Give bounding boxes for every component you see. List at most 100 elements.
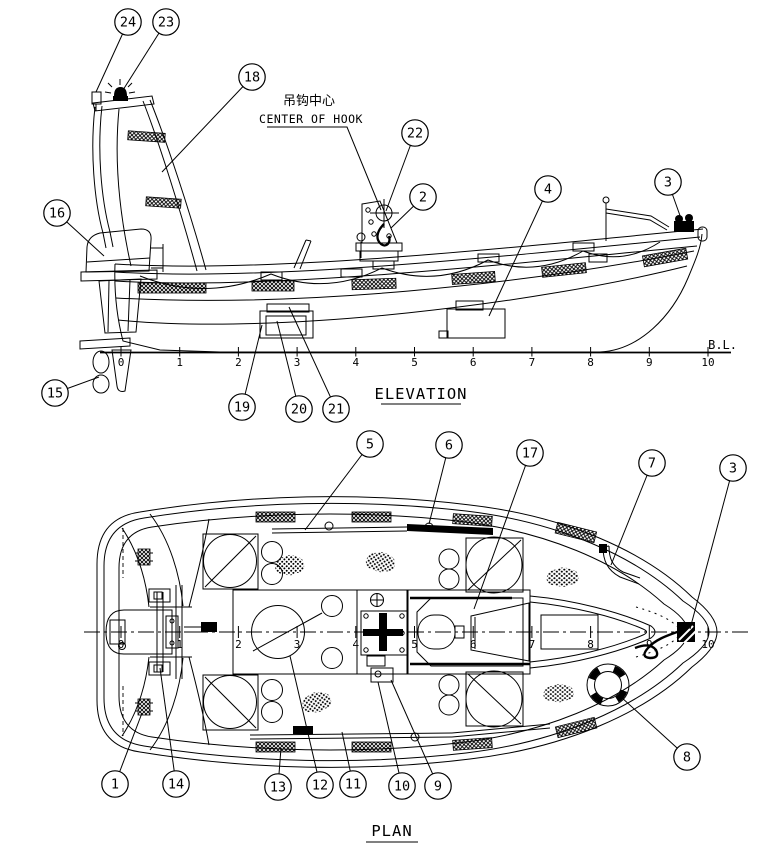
callout-4: 4 xyxy=(488,175,562,317)
callout-18: 18 xyxy=(161,63,266,173)
callout-number: 19 xyxy=(234,400,250,416)
scale-number: 6 xyxy=(470,638,477,651)
callout-number: 21 xyxy=(328,402,344,418)
callout-3: 3 xyxy=(654,168,684,225)
callout-16: 16 xyxy=(43,199,105,257)
scale-number: 4 xyxy=(352,638,359,651)
callout-6: 6 xyxy=(428,431,463,525)
life-ring xyxy=(586,663,630,707)
callout-balloon xyxy=(43,199,71,227)
callout-leader xyxy=(241,324,263,408)
callout-22: 22 xyxy=(385,119,429,212)
scale-number: 7 xyxy=(529,356,536,369)
callout-balloon xyxy=(285,395,313,423)
callout-number: 8 xyxy=(683,750,691,766)
callout-balloon xyxy=(339,770,367,798)
callout-balloon xyxy=(719,454,747,482)
beacon-light-icon xyxy=(104,79,136,101)
callout-number: 13 xyxy=(270,780,286,796)
callout-leader xyxy=(289,655,321,786)
hull-elevation xyxy=(114,226,708,353)
callout-number: 16 xyxy=(49,206,65,222)
painter-rope xyxy=(634,628,684,660)
callout-number: 5 xyxy=(366,437,374,453)
callout-number: 7 xyxy=(648,456,656,472)
callout-7: 7 xyxy=(610,449,666,566)
hook xyxy=(376,223,391,247)
callout-2: 2 xyxy=(390,183,437,229)
scale-number: 9 xyxy=(646,638,653,651)
callout-balloon xyxy=(534,175,562,203)
callout-5: 5 xyxy=(304,430,384,531)
outboard-motor-plan xyxy=(105,609,217,655)
callout-number: 14 xyxy=(168,777,184,793)
callout-11: 11 xyxy=(339,731,367,798)
callout-number: 20 xyxy=(291,402,307,418)
callout-balloon xyxy=(322,395,350,423)
propeller xyxy=(92,350,110,374)
scale-number: 3 xyxy=(294,356,301,369)
callout-number: 10 xyxy=(394,779,410,795)
callout-leader xyxy=(377,681,403,787)
callout-8: 8 xyxy=(620,696,701,771)
callout-9: 9 xyxy=(390,679,452,800)
scale-number: 6 xyxy=(470,356,477,369)
hook-label-leader xyxy=(267,126,382,211)
callout-balloon xyxy=(424,772,452,800)
side-benches-plan xyxy=(202,533,524,731)
boarding-handle xyxy=(599,544,641,585)
callout-19: 19 xyxy=(228,324,263,421)
transom-plan xyxy=(148,585,183,679)
scale-number: 2 xyxy=(235,638,242,651)
callout-balloon xyxy=(401,119,429,147)
scale-number: 3 xyxy=(294,638,301,651)
callout-balloon xyxy=(388,772,416,800)
callout-leader xyxy=(288,306,337,410)
scale-number: 0 xyxy=(118,638,125,651)
scale-number: 10 xyxy=(701,356,714,369)
callout-20: 20 xyxy=(276,320,313,423)
callout-number: 12 xyxy=(312,778,328,794)
lifting-hook-plan xyxy=(356,589,408,683)
callout-number: 22 xyxy=(407,126,423,142)
callout-number: 3 xyxy=(729,461,737,477)
callout-balloon xyxy=(356,430,384,458)
callout-number: 3 xyxy=(664,175,672,191)
plan-title: PLAN xyxy=(371,822,412,840)
callout-17: 17 xyxy=(473,439,544,610)
callout-leader xyxy=(610,462,653,566)
bow-fitting-elevation xyxy=(674,214,694,232)
callout-balloon xyxy=(264,773,292,801)
lifting-hook-elevation xyxy=(355,199,403,262)
callout-leader xyxy=(385,132,416,212)
hook-center-label-en: CENTER OF HOOK xyxy=(259,112,363,126)
callout-balloon xyxy=(516,439,544,467)
callout-number: 1 xyxy=(111,777,119,793)
callout-number: 6 xyxy=(445,438,453,454)
callout-24: 24 xyxy=(95,8,142,93)
tiller-handle xyxy=(201,622,217,632)
deck-tread-patches xyxy=(255,511,598,753)
scale-number: 5 xyxy=(411,356,418,369)
callout-23: 23 xyxy=(122,8,180,91)
callout-1: 1 xyxy=(101,712,143,798)
callout-number: 11 xyxy=(345,777,361,793)
callout-15: 15 xyxy=(41,376,100,407)
paddle-bottom xyxy=(249,723,551,742)
callout-leader xyxy=(304,443,371,531)
callout-balloon xyxy=(152,8,180,36)
elevation-view: 吊钩中心 CENTER OF HOOK B.L. ELEVATION 01234… xyxy=(41,8,737,423)
callout-number: 15 xyxy=(47,386,63,402)
callout-number: 24 xyxy=(120,15,136,31)
stern-arch-elevation xyxy=(92,95,312,272)
callout-leader xyxy=(161,76,253,173)
bow-rail-elevation xyxy=(602,196,670,241)
callout-balloon xyxy=(435,431,463,459)
callout-balloon xyxy=(654,168,682,196)
callout-leader xyxy=(488,188,549,317)
scale-number: 1 xyxy=(176,638,183,651)
